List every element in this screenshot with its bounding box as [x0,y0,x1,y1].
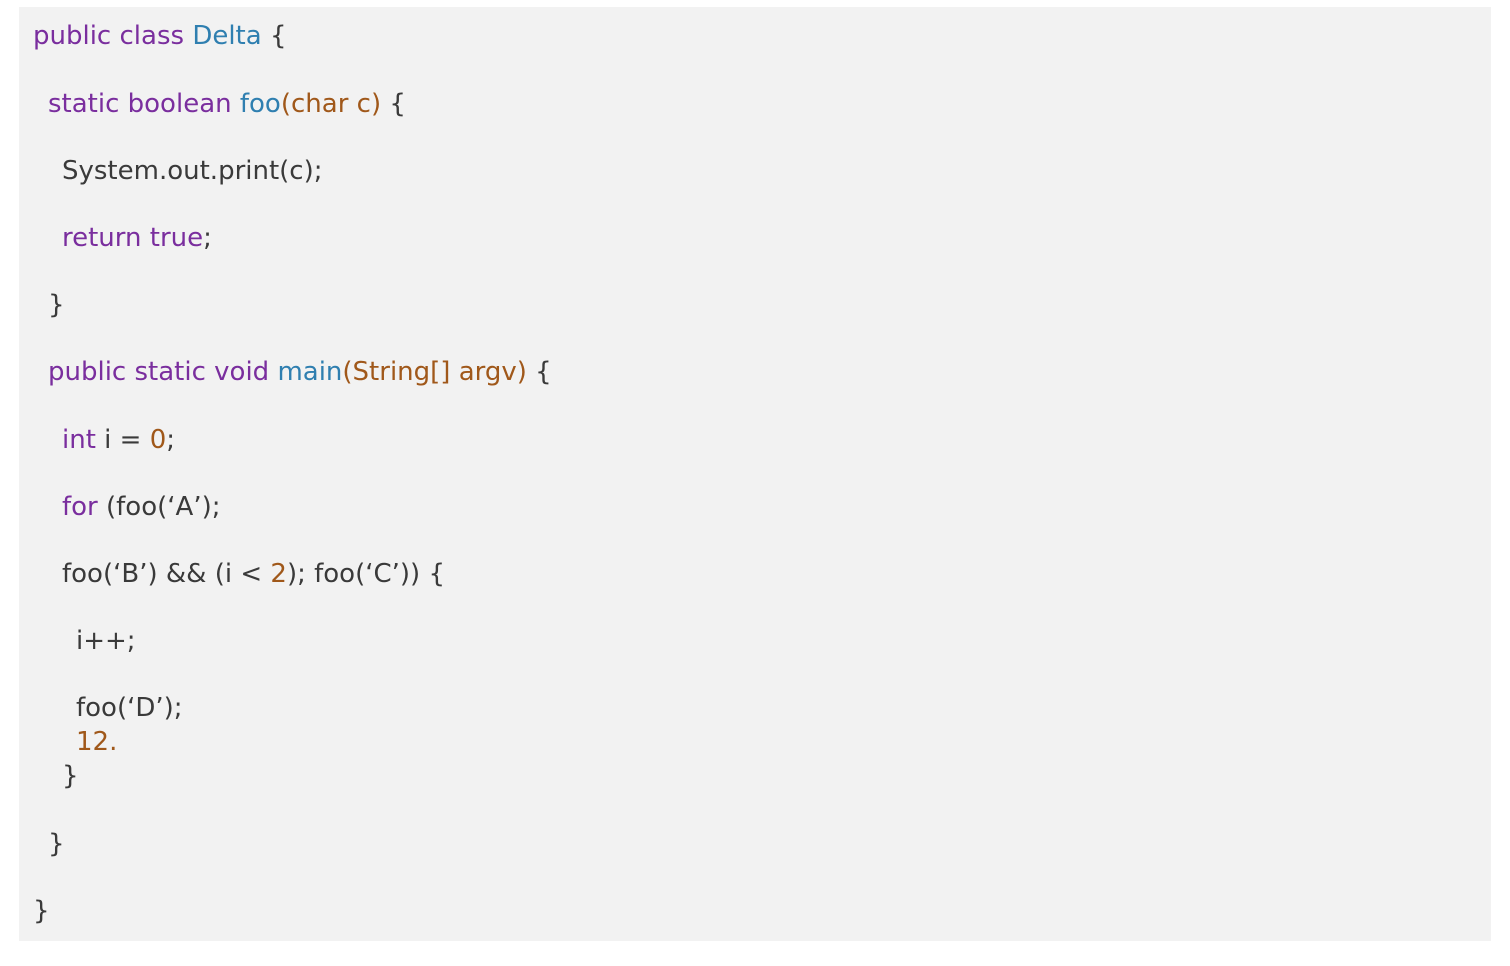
code-line: } [48,828,65,860]
code-line: static boolean foo(char c) { [48,88,406,120]
code-line: i++; [76,625,136,657]
code-line: public static void main(String[] argv) { [48,356,552,388]
code-token-plain: ); foo(‘C’)) { [286,559,445,589]
code-token-plain: } [33,896,50,926]
code-token-plain: i = [95,425,150,455]
code-line: for (foo(‘A’); [62,491,221,523]
code-token-keyword: static boolean [48,89,240,119]
code-line: return true; [62,222,212,254]
code-token-plain: ; [166,425,176,455]
code-token-plain: (foo(‘A’); [97,492,221,522]
code-line: foo(‘D’); [76,692,183,724]
code-token-name: foo [239,89,281,119]
code-line: int i = 0; [62,424,175,456]
code-token-param: (String[] argv) [342,357,527,387]
code-line: } [62,760,79,792]
code-token-plain: } [48,829,65,859]
code-token-number: 0 [149,425,167,455]
code-token-keyword: int [62,425,96,455]
code-token-plain: i++; [76,626,136,656]
code-line: foo(‘B’) && (i < 2); foo(‘C’)) { [62,558,445,590]
code-token-number: 12. [76,727,118,757]
code-token-keyword: for [62,492,98,522]
code-token-plain: System.out.print(c); [62,156,323,186]
code-token-plain: { [261,21,287,51]
code-token-keyword: return true [62,223,204,253]
code-token-name: main [277,357,343,387]
code-token-plain: } [48,290,65,320]
code-line: public class Delta { [33,20,287,52]
code-token-plain: foo(‘D’); [76,693,183,723]
code-line: 12. [76,726,117,758]
code-block: public class Delta { static boolean foo(… [19,7,1491,941]
code-token-plain: { [381,89,406,119]
code-token-number: 2 [270,559,287,589]
code-token-plain: { [526,357,552,387]
code-line: System.out.print(c); [62,155,323,187]
code-token-plain: ; [203,223,212,253]
code-token-plain: foo(‘B’) && (i < [62,559,271,589]
code-token-keyword: public static void [48,357,278,387]
code-line: } [33,895,50,927]
code-token-name: Delta [192,21,262,51]
code-token-plain: } [62,761,79,791]
code-token-param: (char c) [280,89,382,119]
code-line: } [48,289,65,321]
code-token-keyword: public class [33,21,193,51]
